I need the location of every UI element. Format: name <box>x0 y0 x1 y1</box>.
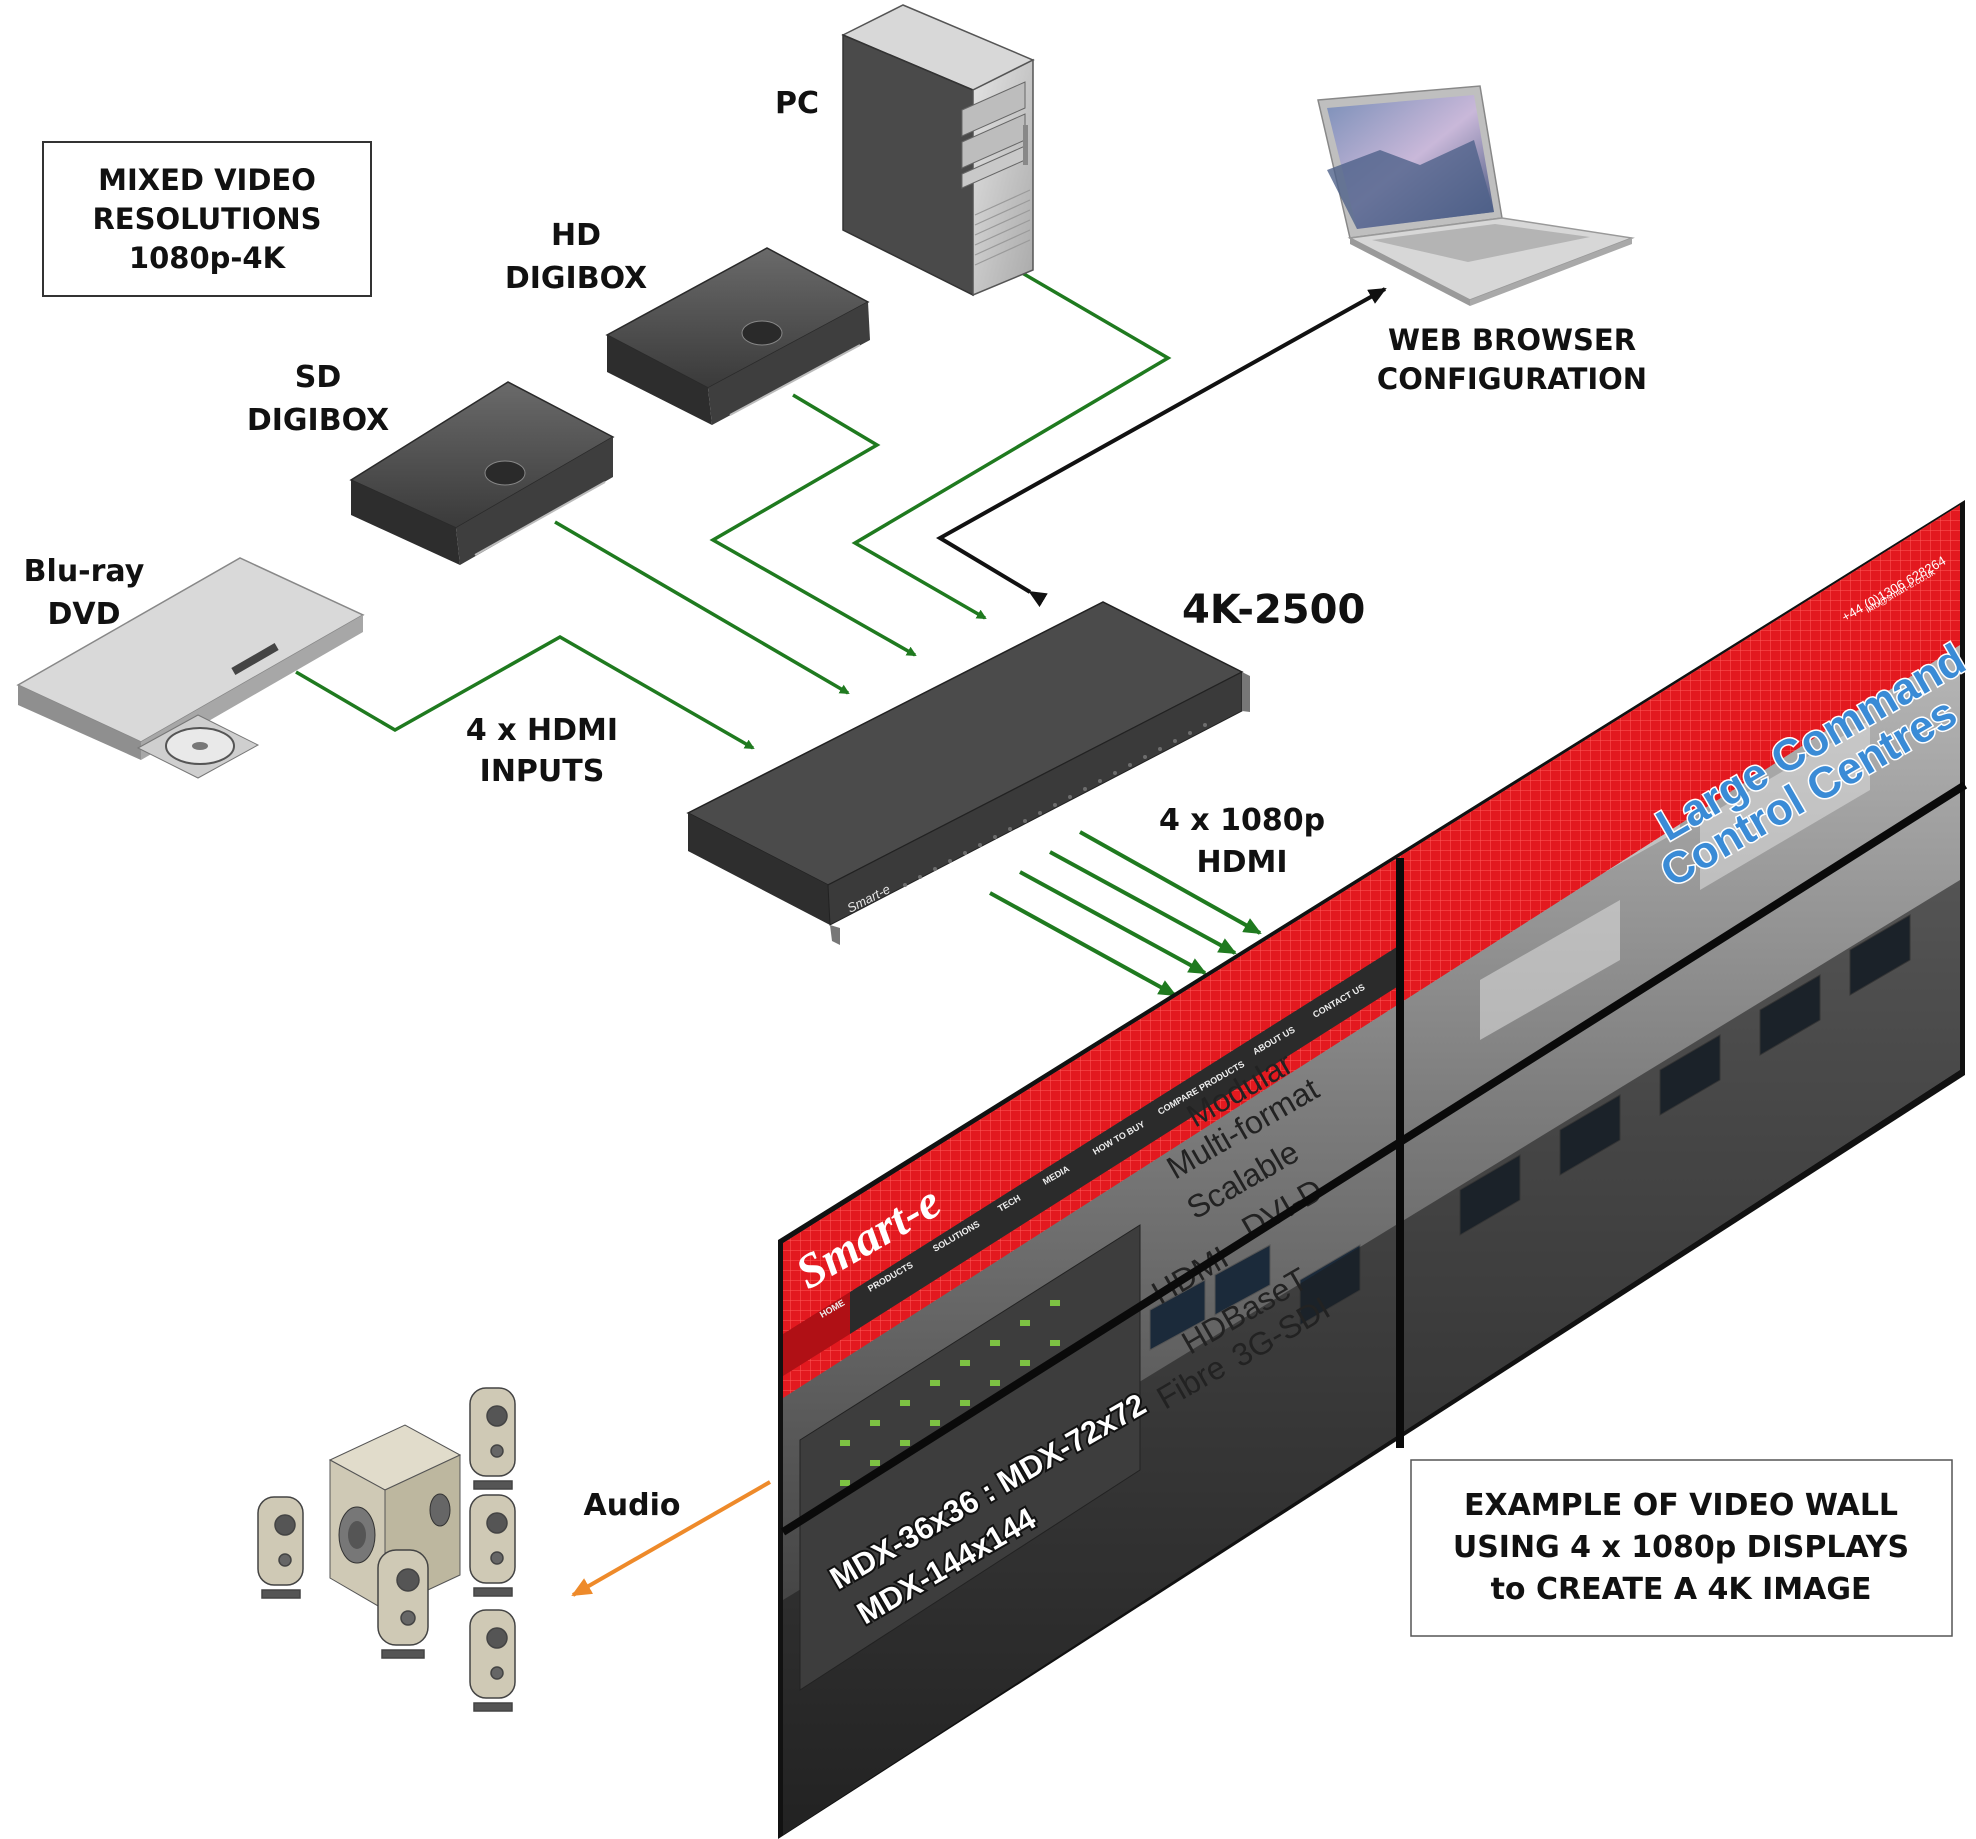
laptop: WEB BROWSER CONFIGURATION <box>1317 85 1647 396</box>
example-box: EXAMPLE OF VIDEO WALL USING 4 x 1080p DI… <box>1410 1459 1953 1637</box>
hd-digibox-label-line1: HD <box>551 218 601 253</box>
outputs-label-line2: HDMI <box>1196 845 1287 880</box>
resolution-line1: MIXED VIDEO <box>98 163 316 197</box>
speaker-top <box>469 1387 516 1490</box>
hd-digibox: HD DIGIBOX <box>505 218 870 425</box>
resolution-box: MIXED VIDEO RESOLUTIONS 1080p-4K <box>42 141 372 297</box>
hd-digibox-to-switcher-line <box>709 393 917 657</box>
web-label-line2: CONFIGURATION <box>1377 362 1647 396</box>
speaker-system <box>257 1387 516 1712</box>
hd-digibox-label-line2: DIGIBOX <box>505 261 647 296</box>
pc-label: PC <box>775 86 819 121</box>
speaker-right <box>469 1494 516 1597</box>
example-line2: USING 4 x 1080p DISPLAYS <box>1453 1530 1909 1565</box>
inputs-label-line2: INPUTS <box>480 754 605 789</box>
bluray-to-switcher-line <box>295 634 755 750</box>
switcher-label: 4K-2500 <box>1182 587 1365 633</box>
audio-line <box>571 1480 771 1597</box>
speaker-center <box>377 1549 429 1659</box>
web-label-line1: WEB BROWSER <box>1388 323 1636 357</box>
example-line3: to CREATE A 4K IMAGE <box>1491 1572 1872 1607</box>
audio-label: Audio <box>584 1488 681 1523</box>
sd-digibox-label-line2: DIGIBOX <box>247 403 389 438</box>
pc-to-switcher-line <box>851 261 1172 620</box>
example-line1: EXAMPLE OF VIDEO WALL <box>1464 1488 1898 1523</box>
output-lines <box>989 830 1262 997</box>
pc-tower: PC <box>775 4 1035 297</box>
speaker-left <box>257 1496 304 1599</box>
sd-digibox-to-switcher-line <box>554 520 850 695</box>
sd-digibox-label-line1: SD <box>295 360 342 395</box>
resolution-line3: 1080p-4K <box>129 241 287 275</box>
video-wall: Smart-e HOME PRODUCTS SOLUTIONS TECH MED… <box>778 500 1975 1839</box>
sd-digibox: SD DIGIBOX <box>247 360 615 565</box>
switcher-4k2500: Smart-e 4K-2500 <box>686 587 1365 945</box>
bluray-label-line2: DVD <box>47 597 120 632</box>
bluray-player: Blu-ray DVD <box>16 554 365 779</box>
speaker-bottom <box>469 1609 516 1712</box>
outputs-label-line1: 4 x 1080p <box>1159 803 1325 838</box>
resolution-line2: RESOLUTIONS <box>92 202 321 236</box>
bluray-label-line1: Blu-ray <box>24 554 145 589</box>
wall-bezels <box>780 781 1968 1536</box>
inputs-label-line1: 4 x HDMI <box>466 713 618 748</box>
web-control-line <box>936 287 1387 608</box>
